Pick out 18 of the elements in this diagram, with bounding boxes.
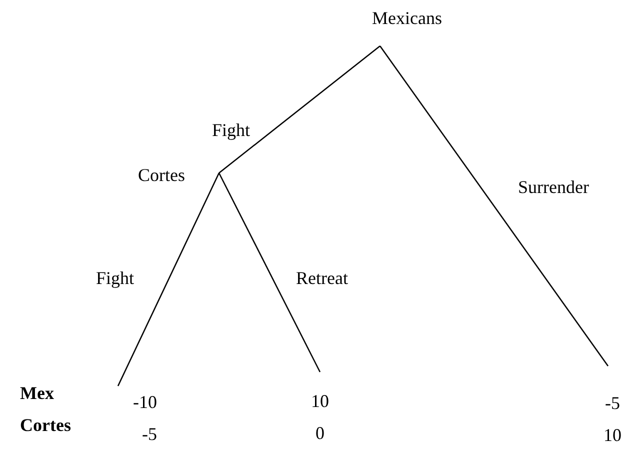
- edge-label: Surrender: [518, 177, 589, 197]
- player-name: Mexicans: [371, 8, 443, 28]
- tree-branch: [218, 172, 321, 372]
- edge-label: Retreat: [296, 268, 348, 288]
- payoff-value: -5: [604, 393, 621, 413]
- payoff-value: 10: [310, 391, 330, 411]
- tree-branch: [218, 45, 380, 174]
- payoff-value: 0: [314, 423, 326, 443]
- tree-branch: [117, 172, 220, 386]
- row-label: Cortes: [20, 415, 71, 435]
- edge-label: Fight: [96, 268, 134, 288]
- row-label: Mex: [20, 383, 54, 403]
- edge-label: Fight: [212, 120, 250, 140]
- payoff-value: -10: [132, 392, 157, 412]
- player-name: Cortes: [138, 165, 186, 185]
- payoff-value: -5: [141, 424, 157, 444]
- tree-branch: [379, 46, 609, 366]
- payoff-value: 10: [602, 425, 622, 445]
